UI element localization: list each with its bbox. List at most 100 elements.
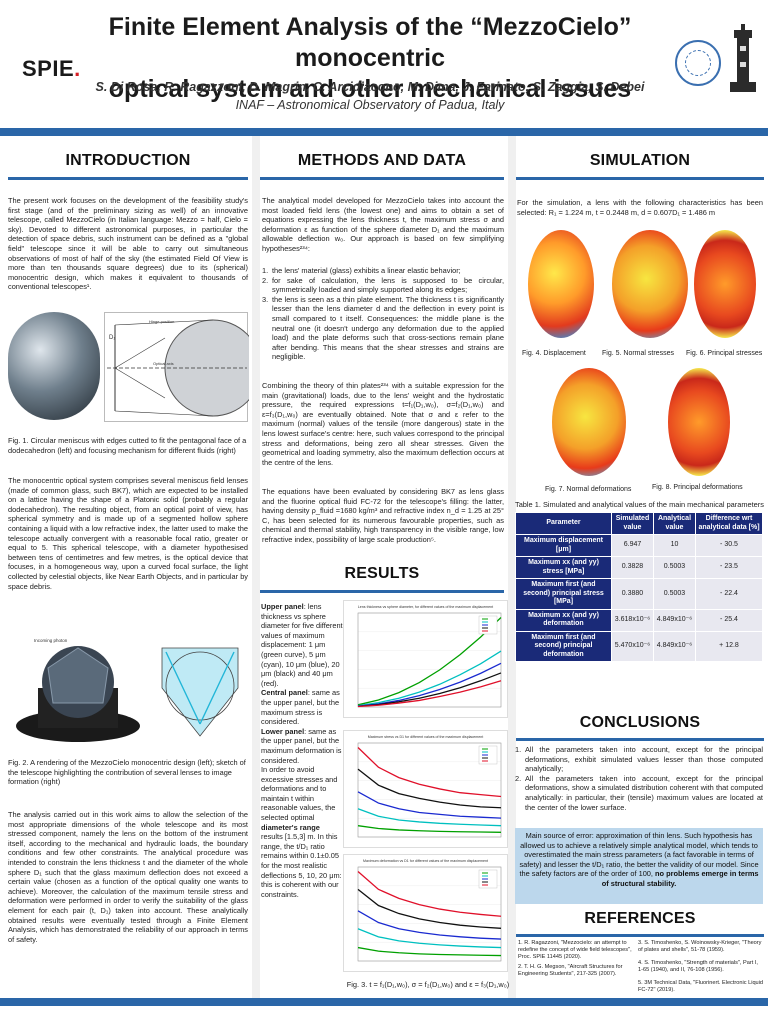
table-row: Maximum first (and second) principal str… <box>515 578 763 610</box>
fig4-caption: Fig. 4. Displacement <box>522 350 586 357</box>
hypothesis-item: 2.for sake of calculation, the lens is s… <box>262 275 504 295</box>
meniscus-sphere-image <box>8 312 100 420</box>
upper-panel-title: Upper panel <box>261 602 304 611</box>
fig1-label-d: D₁ <box>109 335 115 341</box>
error-box-text: Main source of error: approximation of t… <box>519 831 759 879</box>
thickness-chart: Lens thickness vs sphere diameter, for d… <box>343 600 508 718</box>
contribution-svg <box>161 647 239 737</box>
fig2-label: Incoming photon <box>34 638 68 643</box>
rendering-svg: Incoming photon <box>16 638 140 742</box>
series-line-0 <box>357 946 502 957</box>
spie-logo: SPIE. <box>22 56 81 81</box>
results-description: Upper panel: lens thickness vs sphere di… <box>261 602 343 899</box>
section-rule <box>8 177 248 180</box>
table-row: Maximum first (and second) principal def… <box>515 630 763 662</box>
plot-frame <box>357 742 502 838</box>
table-header: Analytical value <box>653 512 696 535</box>
section-rule <box>516 738 764 741</box>
table-row: Maximum xx (and yy) stress [MPa] 0.3828 … <box>515 556 763 579</box>
chart-title: Lens thickness vs sphere diameter, for d… <box>358 605 493 609</box>
reference-item: 2. T. H. G. Megson, "Aircraft Structures… <box>518 964 623 978</box>
reference-item: 3. S. Timoshenko, S. Woinowsky-Krieger, … <box>638 940 762 954</box>
series-line-2 <box>357 910 502 940</box>
hypotheses-list: 1.the lens' material (glass) exhibits a … <box>262 266 504 362</box>
series-line-1 <box>357 808 502 827</box>
chart-title: Maximum stress vs D1 for different value… <box>368 735 484 739</box>
fig2-caption: Fig. 2. A rendering of the MezzoCielo mo… <box>8 758 246 787</box>
table-row: Maximum xx (and yy) deformation 3.618x10… <box>515 608 763 632</box>
conclusion-item: 1.All the parameters taken into account,… <box>515 745 763 774</box>
hypothesis-item: 3.the lens is seen as a thin plate eleme… <box>262 294 504 362</box>
results-tail-bold: diameter's range <box>261 822 320 832</box>
fig3-caption: Fig. 3. t = f₁(D₁,w₀), σ = f₂(D₁,w₀) and… <box>346 980 510 989</box>
reference-item: 5. 3M Technical Data, "Fluorinert. Elect… <box>638 980 764 994</box>
header-divider <box>0 128 768 136</box>
fig5-caption: Fig. 5. Normal stresses <box>602 350 674 357</box>
results-tail-b: results [1.5,3] m. In this range, the t/… <box>261 832 342 899</box>
column-divider <box>508 136 516 998</box>
series-line-1 <box>357 928 502 949</box>
normal-deformation-sim-image <box>552 368 626 476</box>
central-panel-title: Central panel <box>261 688 308 698</box>
error-box-bold: no problems emerge in terms of structura… <box>601 869 759 888</box>
series-line-0 <box>357 825 502 833</box>
stress-chart-svg: Maximum stress vs D1 for different value… <box>357 735 502 838</box>
principal-deformation-sim-image <box>668 368 730 476</box>
intro-paragraph-1: The present work focuses on the developm… <box>8 196 248 292</box>
series-line-1 <box>357 650 502 707</box>
poster-title: Finite Element Analysis of the “MezzoCie… <box>70 12 670 105</box>
upper-panel-text: : lens thickness vs sphere diameter for … <box>261 602 343 688</box>
section-rule <box>516 177 764 180</box>
references-heading: REFERENCES <box>584 910 696 927</box>
series-line-4 <box>357 747 502 798</box>
lower-panel-text: : same as the upper panel, but the maxim… <box>261 726 342 765</box>
section-rule <box>516 934 764 937</box>
hypothesis-item: 1.the lens' material (glass) exhibits a … <box>262 266 461 275</box>
series-line-4 <box>357 680 502 708</box>
series-line-0 <box>357 617 502 706</box>
column-divider <box>252 136 260 998</box>
methods-paragraph-1: The analytical model developed for Mezzo… <box>262 196 504 253</box>
error-source-box: Main source of error: approximation of t… <box>515 828 763 904</box>
series-line-3 <box>357 672 502 707</box>
deformation-chart-svg: Maximum deformation vs D1 for different … <box>357 859 502 962</box>
plot-frame <box>357 866 502 962</box>
intro-paragraph-3: The analysis carried out in this work ai… <box>8 810 248 944</box>
deformation-chart: Maximum deformation vs D1 for different … <box>343 854 508 972</box>
conclusions-heading: CONCLUSIONS <box>579 714 701 731</box>
table-row: Maximum displacement [μm] 6.947 10 - 30.… <box>515 534 763 557</box>
fig1-label-hinge: Hinge position <box>149 319 174 324</box>
methods-paragraph-2: Combining the theory of thin plates²³⁴ w… <box>262 381 504 467</box>
conclusion-item: 2.All the parameters taken into account,… <box>515 773 763 812</box>
authors: S. Di Rosa, R. Ragazzoni, D. Magrin, C. … <box>95 80 645 94</box>
table-header: Difference wrt analytical data [%] <box>695 512 763 535</box>
central-panel-text: : same as the upper panel, but the maxim… <box>261 688 340 727</box>
table1-caption: Table 1. Simulated and analytical values… <box>515 500 764 509</box>
reference-item: 4. S. Timoshenko, "Strength of materials… <box>638 960 758 974</box>
displacement-sim-image <box>528 230 594 338</box>
lower-panel-title: Lower panel <box>261 726 305 736</box>
table-header: Parameter <box>515 512 612 535</box>
stress-chart: Maximum stress vs D1 for different value… <box>343 730 508 848</box>
poster-header: SPIE. Finite Element Analysis of the “Me… <box>0 0 768 128</box>
principal-stress-sim-image <box>694 230 756 338</box>
series-line-3 <box>357 888 502 929</box>
plot-frame <box>357 612 502 708</box>
table-header: Simulated value <box>611 512 654 535</box>
inaf-seal-icon <box>675 40 721 86</box>
section-rule <box>260 177 504 180</box>
title-line-2: optical system and other mechanical issu… <box>108 75 632 103</box>
fig1-caption: Fig. 1. Circular meniscus with edges cut… <box>8 436 247 455</box>
results-heading: RESULTS <box>344 565 420 582</box>
thickness-chart-svg: Lens thickness vs sphere diameter, for d… <box>357 605 502 708</box>
fig7-caption: Fig. 7. Normal deformations <box>545 486 632 493</box>
title-line-1: Finite Element Analysis of the “MezzoCie… <box>108 13 632 72</box>
footer-divider <box>0 998 768 1006</box>
table-header-row: Parameter Simulated value Analytical val… <box>515 512 763 535</box>
mezzocielo-rendering-image: Incoming photon <box>8 628 146 748</box>
simulation-heading: SIMULATION <box>589 152 691 169</box>
methods-paragraph-3: The equations have been evaluated by con… <box>262 487 504 544</box>
chart-title: Maximum deformation vs D1 for different … <box>363 859 488 863</box>
lens-contribution-sketch <box>152 628 248 748</box>
intro-paragraph-2: The monocentric optical system comprises… <box>8 476 248 591</box>
